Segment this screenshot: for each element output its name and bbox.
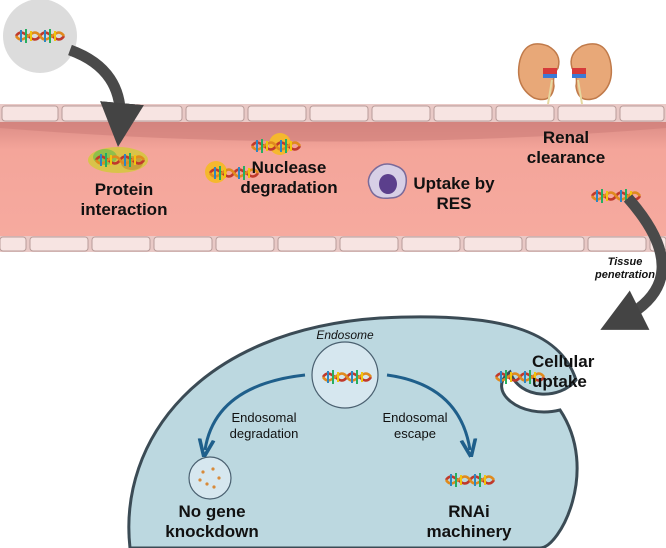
endosome-label: Endosome [316, 328, 374, 342]
tissue-penetration-label: Tissue penetration [595, 256, 655, 282]
protein-interaction-label: Protein interaction [80, 180, 168, 220]
endosomal-escape-arrow [386, 373, 470, 450]
endosomal-degradation-label: Endosomal degradation [229, 410, 299, 441]
vessel-wall-top [0, 104, 666, 122]
kidneys-icon [517, 43, 613, 105]
vessel-wall-bottom [0, 236, 666, 252]
degraded-fragments-icon [198, 467, 221, 489]
macrophage-icon [367, 163, 408, 200]
rnai-machinery-label: RNAi machinery [426, 502, 512, 542]
endosomal-degradation-arrow [205, 373, 306, 450]
endosomal-escape-label: Endosomal escape [382, 410, 448, 441]
cellular-uptake-label: Cellular uptake [532, 352, 595, 392]
no-gene-knockdown-label: No gene knockdown [165, 502, 259, 542]
renal-clearance-label: Renal clearance [526, 128, 606, 168]
degraded-endosome-circle [188, 456, 232, 500]
penetration-arrow [600, 194, 666, 330]
nuclease-icon [205, 133, 302, 183]
protein-complex-icon [88, 147, 148, 173]
uptake-by-res-label: Uptake by RES [413, 174, 495, 214]
nuclease-degradation-label: Nuclease degradation [240, 158, 338, 198]
cell [127, 315, 579, 548]
entry-arrow [68, 44, 144, 147]
vessel-lumen-shade [0, 120, 666, 142]
